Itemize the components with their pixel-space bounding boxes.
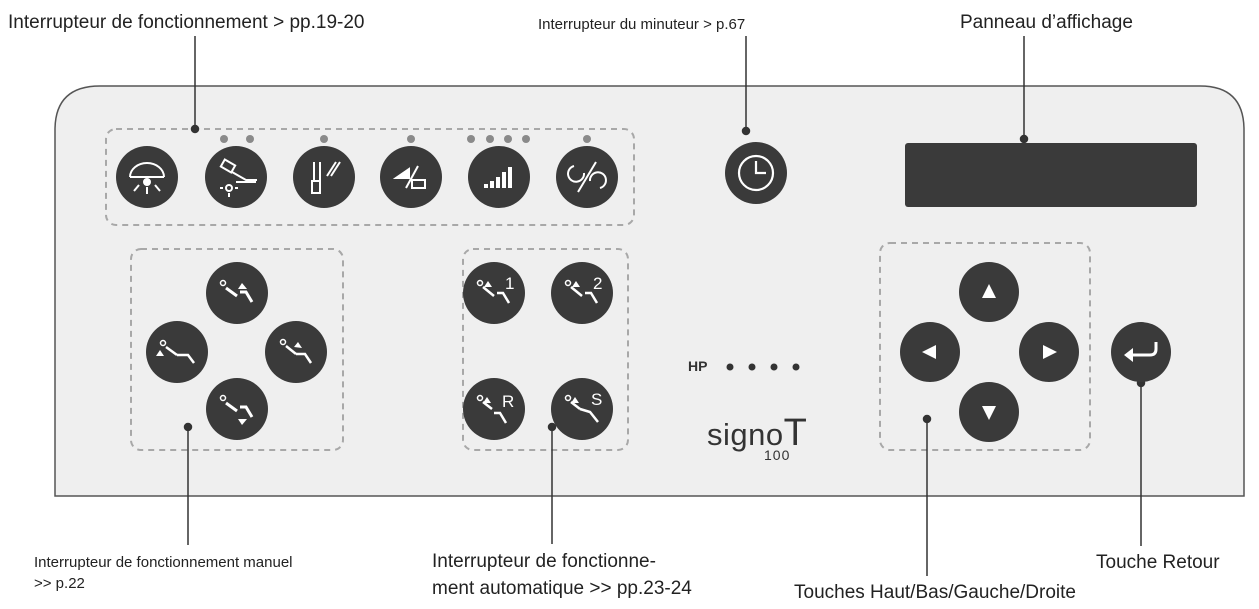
arrow-left-icon [922,345,936,359]
up-button[interactable] [959,262,1019,322]
chair-up-icon [219,279,254,303]
brand-logo: signoT [707,412,807,455]
auto-switch-label-line2: ment automatique >> pp.23-24 [432,578,692,599]
arrow-keys-group [879,242,1091,451]
left-button[interactable] [900,322,960,382]
chair-recline-icon [156,339,195,364]
display-panel-label: Panneau d’affichage [960,12,1133,33]
instrument-icon [311,161,341,194]
light-switch-button[interactable] [116,146,178,208]
auto-position-1-button[interactable] [463,262,525,324]
arrow-right-icon [1043,345,1057,359]
arrow-keys-pointer [922,414,932,424]
chair-upright-icon [279,338,313,364]
return-icon [1124,342,1158,362]
operation-switch-label: Interrupteur de fonctionnement > pp.19-2… [8,12,365,33]
hp-indicators [726,363,800,371]
model-light-icon [219,158,257,197]
hp-label: HP [688,358,708,374]
manual-switch-pointer [183,422,193,432]
arrow-down-icon [982,406,996,420]
auto-return-icon [476,394,508,424]
rotation-icon [567,161,607,193]
return-button[interactable] [1111,322,1171,382]
down-button[interactable] [959,382,1019,442]
auto-switch-label-line1: Interrupteur de fonctionne- [432,551,656,572]
model-number: 100 [764,447,791,463]
arrow-keys-label: Touches Haut/Bas/Gauche/Droite [794,582,1076,603]
operation-indicators [220,135,591,143]
arrow-up-icon [982,284,996,298]
auto-switch-pointer [547,422,557,432]
operation-switch-group [105,128,635,226]
auto-position-1-icon [476,279,511,304]
display-panel-pointer [1019,134,1029,144]
clock-icon [737,154,775,192]
manual-backrest-up-button[interactable] [206,262,268,324]
instrument-select-button[interactable] [293,146,355,208]
operation-switch-pointer [190,124,200,134]
auto-spittoon-icon [564,394,599,423]
timer-button[interactable] [725,142,787,204]
bowl-flush-button[interactable] [380,146,442,208]
timer-switch-label: Interrupteur du minuteur > p.67 [538,16,746,33]
rotation-direction-button[interactable] [556,146,618,208]
manual-switch-label: Interrupteur de fonctionnement manuel >>… [34,552,293,594]
auto-spittoon-button[interactable] [551,378,613,440]
auto-return-button[interactable] [463,378,525,440]
auto-position-1-label: 1 [505,274,514,293]
manual-backrest-down-button[interactable] [206,378,268,440]
auto-position-2-button[interactable] [551,262,613,324]
operating-light-icon [129,162,165,194]
signal-bars-icon [484,167,512,188]
auto-position-2-icon [564,279,599,304]
manual-chair-left-button[interactable] [146,321,208,383]
flush-icon [392,165,426,189]
auto-spittoon-label: S [591,390,602,409]
brand-suffix: T [783,412,808,454]
auto-return-label: R [502,392,514,411]
speed-level-button[interactable] [468,146,530,208]
model-light-button[interactable] [205,146,267,208]
auto-switch-group [462,248,629,451]
manual-switch-label-line1: Interrupteur de fonctionnement manuel [34,554,293,571]
display-screen [905,143,1197,207]
auto-position-2-label: 2 [593,274,602,293]
manual-chair-right-button[interactable] [265,321,327,383]
manual-switch-group [130,248,344,451]
return-key-label: Touche Retour [1096,552,1220,573]
brand-name: signo [707,417,784,452]
manual-switch-label-line2: >> p.22 [34,575,85,592]
timer-switch-pointer [741,126,751,136]
chair-down-icon [219,394,254,425]
right-button[interactable] [1019,322,1079,382]
auto-switch-label: Interrupteur de fonctionne- ment automat… [432,548,692,602]
